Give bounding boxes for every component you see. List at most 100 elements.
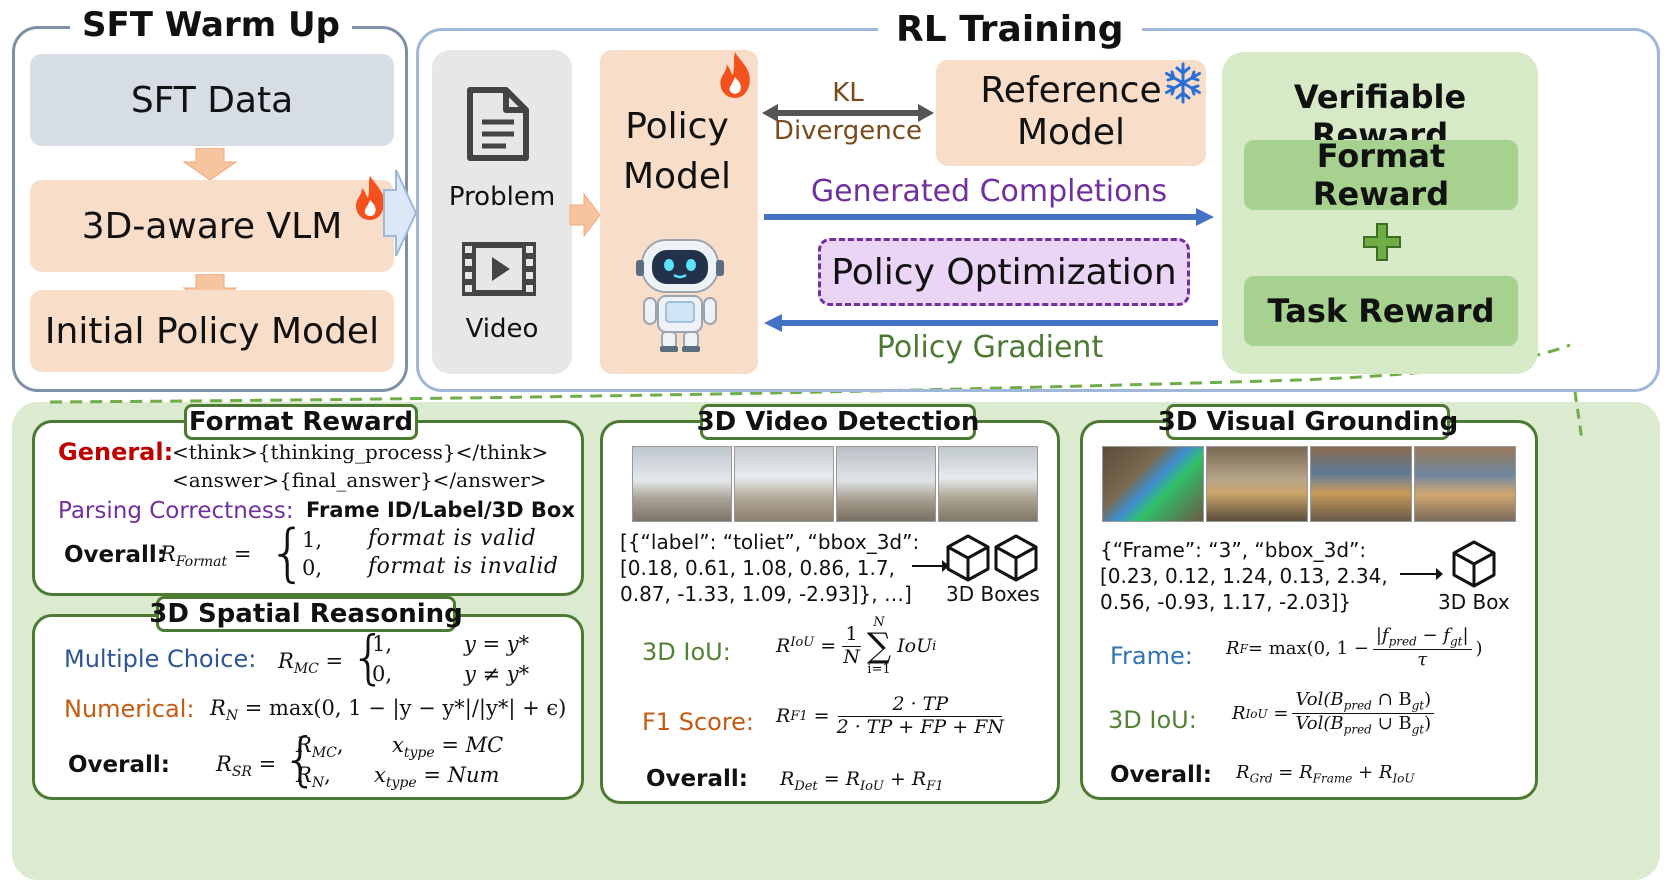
format-reward-label: Format Reward [1312, 137, 1450, 213]
sr-r: R [216, 752, 232, 776]
sr-cond-1-rhs: = MC [434, 733, 504, 757]
sr-brace: { [282, 725, 319, 793]
sr-case-2-sub: N [311, 775, 325, 792]
input-to-policy-arrow [569, 192, 601, 238]
down-arrow-1 [182, 148, 238, 181]
sft-data-label: SFT Data [130, 79, 294, 121]
detection-json-line-2: [0.18, 0.61, 1.08, 0.86, 1.7, [620, 556, 895, 580]
vlm-box: 3D-aware VLM [30, 180, 394, 272]
kl-double-arrow [762, 104, 934, 122]
sft-title: SFT Warm Up [70, 4, 352, 46]
frame-num-sub2: gt [1449, 634, 1463, 649]
frame-r-sub: F [1239, 641, 1248, 656]
mc-formula-lhs: RMC = [278, 649, 344, 678]
grounding-frame-2 [1206, 446, 1308, 522]
grd-r1-sub: Frame [1312, 771, 1353, 786]
num-r-sub: N [225, 708, 239, 725]
det-eq: = R [817, 768, 860, 790]
vlm-fire-icon [350, 174, 390, 226]
format-brace: { [268, 516, 308, 589]
format-card-title: Format Reward [184, 404, 418, 440]
grd-r: R [1236, 762, 1250, 783]
cube-icon-3 [1452, 540, 1496, 592]
detection-frame-2 [734, 446, 834, 522]
mc-label: Multiple Choice: [64, 645, 257, 673]
det-iou-r-sub: IoU [790, 635, 815, 650]
grd-overall-formula: RGrd = RFrame + RIoU [1236, 762, 1415, 786]
frame-den: τ [1417, 649, 1428, 671]
det-r-sub: Det [794, 778, 818, 794]
sr-cond-1: xtype = MC [392, 733, 503, 761]
grounding-json-line-2: [0.23, 0.12, 1.24, 0.13, 2.34, [1100, 564, 1388, 588]
sr-cond-2-sub: type [385, 775, 417, 792]
f1-r: R [776, 705, 791, 728]
parsing-value: Frame ID/Label/3D Box [306, 498, 575, 522]
gradient-arrow [764, 314, 1218, 332]
detection-frame-1 [632, 446, 732, 522]
frame-mid: = max(0, 1 − [1247, 638, 1369, 660]
format-case-1-value: 1, [302, 528, 323, 552]
frame-num-sub1: pred [1388, 634, 1417, 649]
frame-num-a: |f [1375, 625, 1389, 646]
sigma-icon: ∑ [866, 626, 892, 666]
sr-case-1: RMC, [296, 733, 344, 762]
grd-plus: + R [1352, 762, 1393, 783]
initial-policy-label: Initial Policy Model [44, 310, 380, 352]
detection-json-line-3: 0.87, -1.33, 1.09, -2.93]}, …] [620, 582, 912, 606]
sr-formula-lhs: RSR = [216, 752, 277, 781]
divergence-label: Divergence [773, 116, 923, 146]
frame-label: Frame: [1110, 642, 1193, 670]
mc-case-2: 0, [372, 662, 393, 686]
mc-r: R [278, 649, 294, 673]
format-case-1-cond: format is valid [368, 526, 537, 551]
det-iou-frac-num: 1 [842, 623, 861, 647]
det-iou-term: IoU [897, 635, 933, 657]
grounding-iou-label: 3D IoU: [1108, 706, 1197, 734]
spatial-card-title: 3D Spatial Reasoning [149, 596, 463, 632]
spatial-overall-label: Overall: [68, 752, 170, 778]
grounding-frame-1 [1102, 446, 1204, 522]
sr-cond-2-x: x [374, 763, 386, 787]
sr-cond-1-sub: type [403, 745, 435, 762]
sr-case-1-r: R [296, 733, 312, 757]
general-label: General: [58, 438, 174, 466]
video-label: Video [465, 314, 539, 344]
det-iou-r: R [776, 635, 791, 657]
grd-eq: = R [1272, 762, 1313, 783]
vlm-label: 3D-aware VLM [81, 205, 343, 247]
task-reward-box: Task Reward [1244, 276, 1518, 346]
policy-fire-icon [714, 50, 756, 104]
det-r2-sub: F1 [926, 778, 944, 794]
policy-gradient-label: Policy Gradient [876, 330, 1104, 365]
giou-r-sub: IoU [1245, 706, 1268, 721]
giou-num-mid: ∩ B [1371, 689, 1412, 710]
general-line-1: <think>{thinking_process}</think> [172, 440, 549, 464]
det-iou-frac-den: N [843, 645, 860, 668]
f1-label: F1 Score: [642, 708, 755, 736]
grounding-output-arrow [1400, 568, 1443, 580]
f1-num: 2 · TP [838, 693, 1003, 717]
grounding-json-line-1: {“Frame”: “3”, “bbox_3d”: [1100, 538, 1367, 562]
f1-r-sub: F1 [790, 708, 808, 724]
sft-data-box: SFT Data [30, 54, 394, 146]
mc-cond-2: y ≠ y* [464, 662, 530, 686]
sr-cond-2-rhs: = Num [416, 763, 500, 787]
sr-r-sub: SR [231, 764, 252, 781]
reference-model-label: Reference Model [980, 70, 1162, 153]
detection-frame-3 [836, 446, 936, 522]
frame-close: ) [1475, 638, 1483, 660]
sr-case-2: RN, [296, 763, 331, 792]
mc-case-1: 1, [372, 632, 393, 656]
reference-model-box [936, 60, 1206, 166]
giou-den-sub1: pred [1343, 722, 1372, 737]
frame-num-end: | [1462, 625, 1469, 646]
giou-den-sub2: gt [1411, 722, 1425, 737]
giou-den-mid: ∪ B [1371, 713, 1412, 735]
sr-cond-1-x: x [392, 733, 404, 757]
grounding-card-title: 3D Visual Grounding [1158, 404, 1458, 440]
detection-json-line-1: [{“label”: “toliet”, “bbox_3d”: [620, 530, 920, 554]
format-eq: = [227, 542, 252, 566]
sr-case-1-sub: MC [311, 745, 337, 762]
policy-optimization-label: Policy Optimization [831, 251, 1177, 293]
